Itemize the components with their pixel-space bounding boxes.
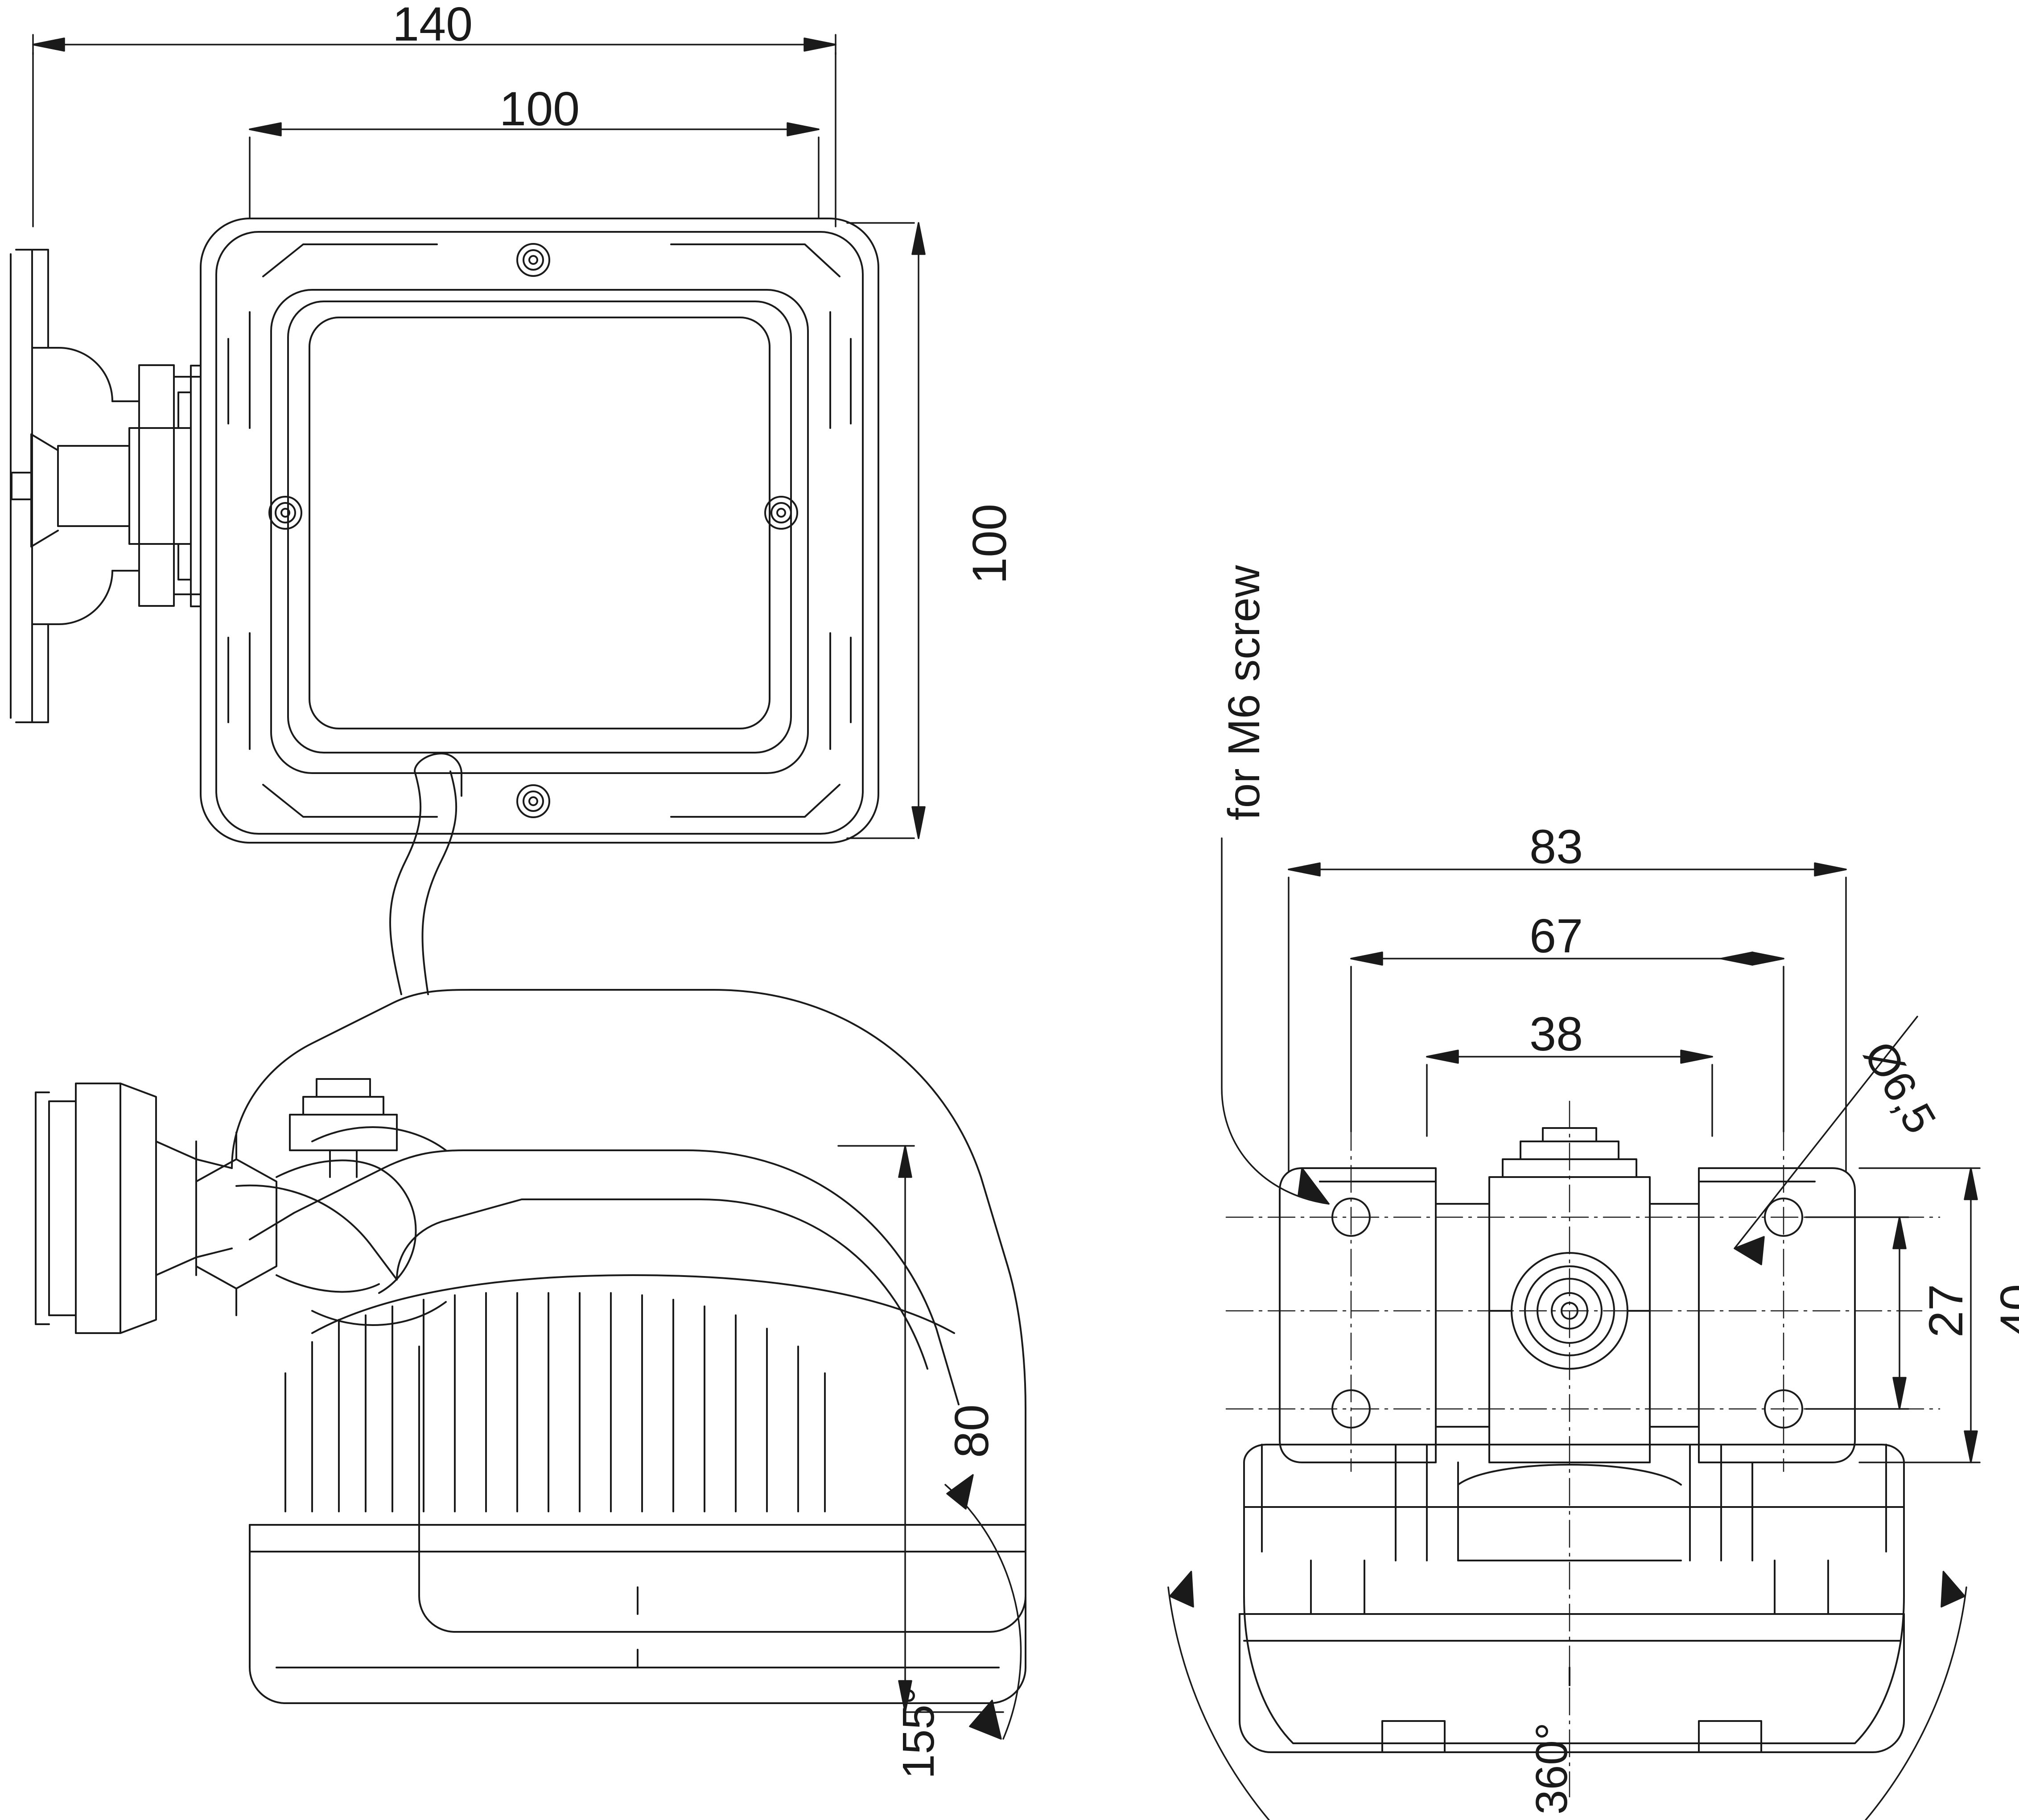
front-view-dimensions <box>32 34 926 839</box>
dimension-40-label: 40 <box>1990 1284 2019 1338</box>
dimension-67-label: 67 <box>1529 909 1583 963</box>
rear-view-dimensions <box>1167 837 1981 1820</box>
dimension-100-height-label: 100 <box>962 503 1016 584</box>
dimension-155-degree-label: 155° <box>894 1687 944 1779</box>
dimension-38-label: 38 <box>1529 1007 1583 1061</box>
front-view-geometry <box>10 218 879 844</box>
dimension-27-label: 27 <box>1919 1284 1973 1338</box>
side-view-geometry <box>35 753 1026 1704</box>
dimension-140-label: 140 <box>392 0 473 51</box>
dimension-100-width-label: 100 <box>499 82 580 136</box>
dimension-360-degree-label: 360° <box>1527 1722 1577 1815</box>
side-view-dimensions <box>837 1145 1022 1740</box>
dimension-80-label: 80 <box>944 1404 998 1458</box>
note-m6-screw: for M6 screw <box>1219 565 1269 820</box>
dimension-83-label: 83 <box>1529 819 1583 873</box>
rear-view-geometry <box>1225 1100 1941 1798</box>
